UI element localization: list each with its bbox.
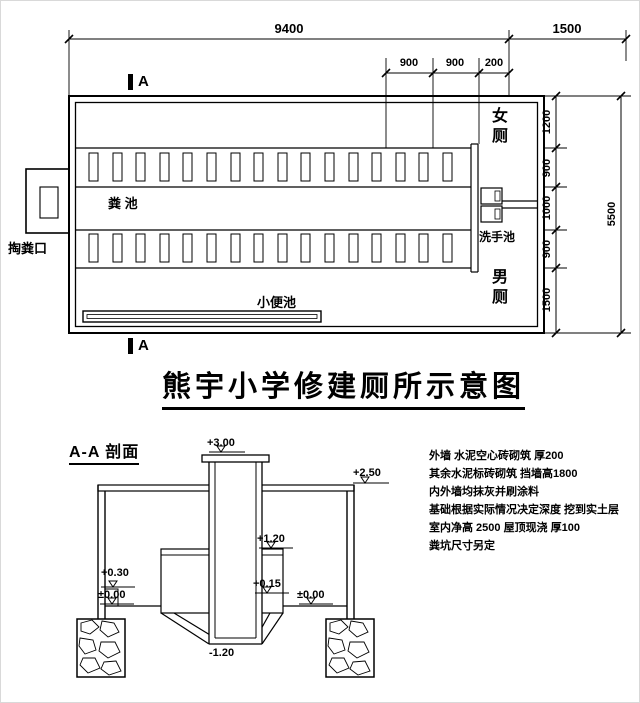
washbasins	[480, 187, 537, 223]
label-urinal: 小便池	[257, 295, 297, 310]
dim-label-900-right-a: 900	[541, 158, 553, 178]
note-line: 外墙 水泥空心砖砌筑 厚200	[429, 450, 564, 462]
vent-stack	[201, 454, 270, 645]
section-view	[76, 445, 389, 678]
drawing-title: 熊宇小学修建厕所示意图	[162, 363, 526, 410]
foundation-left	[76, 618, 126, 678]
dim-label-9400: 9400	[274, 21, 304, 36]
interior-band-lines	[75, 147, 471, 269]
note-line: 室内净高 2500 屋顶现浇 厚100	[429, 522, 580, 534]
note-line: 粪坑尺寸另定	[429, 540, 495, 552]
elevation-ground-right: ±0.00	[297, 589, 325, 601]
partition-wall	[470, 143, 479, 273]
construction-notes: 外墙 水泥空心砖砌筑 厚200 其余水泥标砖砌筑 挡墙高1800 内外墙均抹灰并…	[429, 447, 619, 555]
label-womens-toilet: 女厕	[489, 107, 506, 147]
foundation-right	[325, 618, 375, 678]
note-line: 内外墙均抹灰并刷涂料	[429, 486, 539, 498]
stall-row-top	[88, 152, 453, 182]
top-dimension-chain	[64, 30, 631, 148]
section-heading: A-A 剖面	[69, 438, 140, 465]
elevation-markers	[100, 445, 389, 605]
elevation-step-mid: +0.15	[253, 578, 281, 590]
elevation-ground-left: ±0.00	[98, 589, 126, 601]
floor-plan	[25, 74, 545, 354]
dim-label-200: 200	[484, 57, 504, 69]
stall-row-bottom	[88, 233, 453, 263]
dim-label-1000-right: 1000	[541, 195, 553, 221]
manure-access-hatch	[25, 168, 70, 234]
dim-label-1500-right: 1500	[541, 287, 553, 313]
elevation-step-left: +0.30	[101, 567, 129, 579]
label-manure-pit: 粪 池	[108, 196, 138, 211]
elevation-pit-bottom: -1.20	[209, 647, 235, 659]
dim-label-900-right-b: 900	[541, 239, 553, 259]
label-manure-access: 掏粪口	[8, 241, 48, 256]
section-cut-markers	[128, 74, 133, 354]
label-hand-wash-basin: 洗手池	[479, 230, 516, 244]
right-dimension-chain	[544, 91, 631, 338]
section-marker-a-bottom: A	[138, 337, 149, 354]
dim-label-1200-right: 1200	[541, 109, 553, 135]
section-marker-a-top: A	[138, 73, 149, 90]
label-mens-toilet: 男厕	[489, 268, 506, 308]
elevation-roof: +2.50	[353, 467, 381, 479]
urinal-fixture	[82, 310, 322, 323]
dim-label-900-a: 900	[399, 57, 419, 69]
dimensions	[64, 30, 631, 338]
dim-label-900-b: 900	[445, 57, 465, 69]
note-line: 基础根据实际情况决定深度 挖到实土层	[429, 504, 620, 516]
dim-label-1500-top: 1500	[552, 21, 582, 36]
building-walls	[68, 95, 545, 334]
entry-step	[104, 588, 119, 607]
note-line: 其余水泥标砖砌筑 挡墙高1800	[429, 468, 578, 480]
elevation-vent-top: +3.00	[207, 437, 235, 449]
elevation-platform: +1.20	[257, 533, 285, 545]
dim-label-5500-total: 5500	[606, 201, 618, 227]
